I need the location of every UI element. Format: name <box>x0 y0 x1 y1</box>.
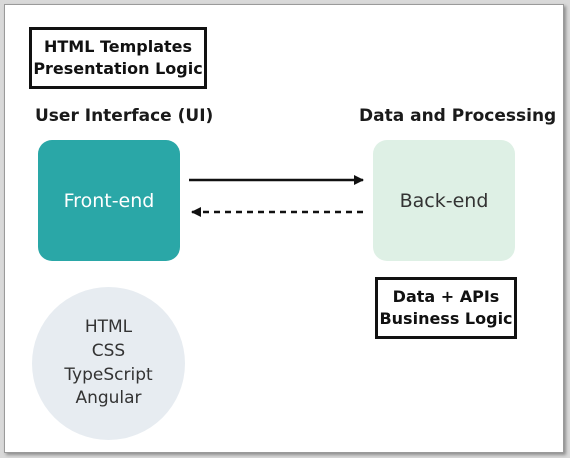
tech-item-html: HTML <box>84 316 133 337</box>
frontend-node: Front-end <box>38 140 180 261</box>
business-logic-box: Data + APIs Business Logic <box>375 277 517 339</box>
user-interface-heading: User Interface (UI) <box>35 106 214 126</box>
data-processing-heading: Data and Processing <box>359 106 557 126</box>
frontend-label: Front-end <box>63 189 155 212</box>
tech-item-css: CSS <box>91 340 126 361</box>
business-box-line2: Business Logic <box>379 308 513 328</box>
connection-arrows <box>189 175 364 217</box>
diagram-frame: HTML Templates Presentation Logic User I… <box>4 4 564 453</box>
presentation-box-line2: Presentation Logic <box>33 58 203 78</box>
backend-label: Back-end <box>399 189 489 212</box>
presentation-logic-box: HTML Templates Presentation Logic <box>29 27 207 89</box>
presentation-box-line1: HTML Templates <box>43 37 193 56</box>
tech-stack-circle: HTML CSS TypeScript Angular <box>32 287 185 440</box>
backend-node: Back-end <box>373 140 515 261</box>
tech-item-angular: Angular <box>75 388 142 409</box>
business-box-line1: Data + APIs <box>392 287 500 306</box>
tech-item-typescript: TypeScript <box>64 364 153 385</box>
